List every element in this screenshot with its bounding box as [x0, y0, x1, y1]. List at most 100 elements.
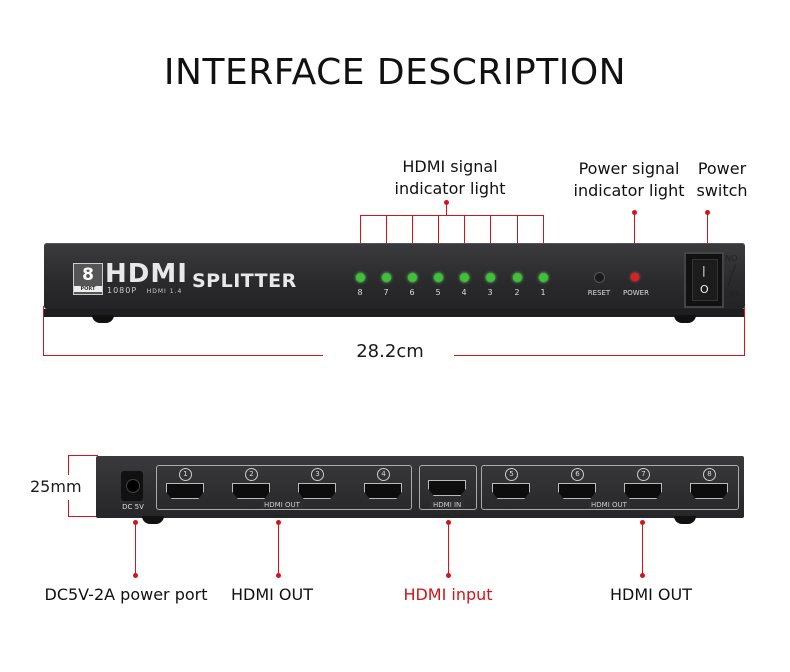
- dc-label: DC 5V: [122, 503, 144, 511]
- switch-off-label: OFF: [725, 290, 741, 299]
- switch-on-label: NO: [725, 254, 738, 263]
- hdmi-out-port[interactable]: [298, 483, 336, 499]
- hdmi-in-group: HDMI IN: [419, 465, 477, 510]
- led-number-label: 1: [540, 288, 546, 297]
- callout-dot: [640, 520, 645, 525]
- port-number: 4: [377, 468, 390, 481]
- callout-dot: [276, 573, 281, 578]
- hdmi-signal-led: [434, 273, 443, 282]
- dimension-tick: [68, 455, 98, 456]
- callout-dot: [446, 520, 451, 525]
- dimension-line: [68, 455, 69, 475]
- power-signal-callout: Power signal indicator light: [573, 159, 685, 200]
- callout-dot: [133, 520, 138, 525]
- page-title: INTERFACE DESCRIPTION: [163, 52, 627, 93]
- callout-dot: [444, 200, 449, 205]
- hdmi-logo: HDMI: [105, 259, 188, 289]
- hdmi-out-port[interactable]: [558, 483, 596, 499]
- hdmi-signal-led: [539, 273, 548, 282]
- hdmi-out-port[interactable]: [690, 483, 728, 499]
- hdmi-out-right-callout: HDMI OUT: [609, 585, 693, 604]
- leader-line: [707, 214, 708, 269]
- leader-line: [360, 215, 543, 216]
- port-number: 1: [179, 468, 192, 481]
- leader-line: [543, 215, 544, 270]
- reset-button[interactable]: [594, 272, 605, 283]
- rocker[interactable]: | O: [692, 259, 718, 301]
- power-led: [631, 273, 639, 281]
- hdmi-in-port[interactable]: [428, 480, 466, 496]
- leader-line: [642, 524, 643, 575]
- hdmi-signal-led: [382, 273, 391, 282]
- led-number-label: 2: [514, 288, 520, 297]
- leader-line: [490, 215, 491, 270]
- hdmi-out-port[interactable]: [364, 483, 402, 499]
- leader-line: [412, 215, 413, 270]
- leader-line: [448, 524, 449, 575]
- power-label: POWER: [623, 289, 649, 297]
- dimension-line: [454, 355, 745, 356]
- front-panel: [44, 243, 745, 309]
- power-switch[interactable]: | O: [684, 252, 724, 308]
- led-number-label: 7: [383, 288, 389, 297]
- product-name: SPLITTER: [192, 270, 297, 292]
- leader-line: [446, 204, 447, 215]
- port-number: 7: [637, 468, 650, 481]
- callout-dot: [133, 573, 138, 578]
- dc-power-jack[interactable]: [121, 471, 143, 501]
- dimension-line: [68, 500, 69, 516]
- height-dimension: 25mm: [30, 477, 82, 496]
- hdmi-out-left-callout: HDMI OUT: [230, 585, 314, 604]
- led-number-label: 3: [487, 288, 493, 297]
- port-number: 2: [245, 468, 258, 481]
- hdmi-out-port[interactable]: [232, 483, 270, 499]
- leader-line: [464, 215, 465, 270]
- callout-dot: [446, 573, 451, 578]
- hdmi-out-port[interactable]: [492, 483, 530, 499]
- leader-line: [360, 215, 361, 270]
- led-number-label: 5: [435, 288, 441, 297]
- dc-socket: [126, 479, 140, 493]
- dimension-tick: [744, 306, 745, 356]
- led-number-label: 4: [461, 288, 467, 297]
- dimension-tick: [43, 306, 44, 356]
- leader-line: [438, 215, 439, 270]
- hdmi-signal-callout: HDMI signal indicator light: [394, 157, 506, 198]
- dimension-tick: [68, 516, 98, 517]
- dc-callout: DC5V-2A power port: [44, 585, 208, 604]
- leader-line: [517, 215, 518, 270]
- power-switch-callout: Power switch: [696, 159, 748, 200]
- device-foot: [92, 315, 114, 323]
- hdmi-out-group-right: HDMI OUT: [481, 465, 739, 510]
- port-count-logo: 8 PORT: [73, 263, 103, 295]
- device-foot: [674, 516, 696, 524]
- port-number: 5: [505, 468, 518, 481]
- hdmi-signal-led: [460, 273, 469, 282]
- device-foot: [142, 516, 164, 524]
- port-number: 8: [703, 468, 716, 481]
- hdmi-signal-led: [408, 273, 417, 282]
- callout-dot: [276, 520, 281, 525]
- hdmi-signal-led: [513, 273, 522, 282]
- dimension-line: [43, 355, 323, 356]
- hdmi-out-port[interactable]: [166, 483, 204, 499]
- hdmi-input-callout: HDMI input: [403, 585, 493, 604]
- reset-label: RESET: [587, 289, 611, 297]
- hdmi-signal-led: [486, 273, 495, 282]
- leader-line: [135, 524, 136, 575]
- callout-dot: [705, 210, 710, 215]
- port-number: 3: [311, 468, 324, 481]
- hdmi-out-group-left: HDMI OUT: [156, 465, 412, 510]
- device-foot: [674, 315, 696, 323]
- port-number: 6: [571, 468, 584, 481]
- hdmi-subtitle: 1080P HDMI 1.4: [107, 286, 183, 295]
- hdmi-signal-led: [356, 273, 365, 282]
- led-number-label: 8: [357, 288, 363, 297]
- callout-dot: [640, 573, 645, 578]
- hdmi-out-port[interactable]: [624, 483, 662, 499]
- width-dimension: 28.2cm: [356, 341, 424, 362]
- leader-line: [386, 215, 387, 270]
- led-number-label: 6: [409, 288, 415, 297]
- leader-line: [278, 524, 279, 575]
- front-panel-base: [44, 309, 745, 323]
